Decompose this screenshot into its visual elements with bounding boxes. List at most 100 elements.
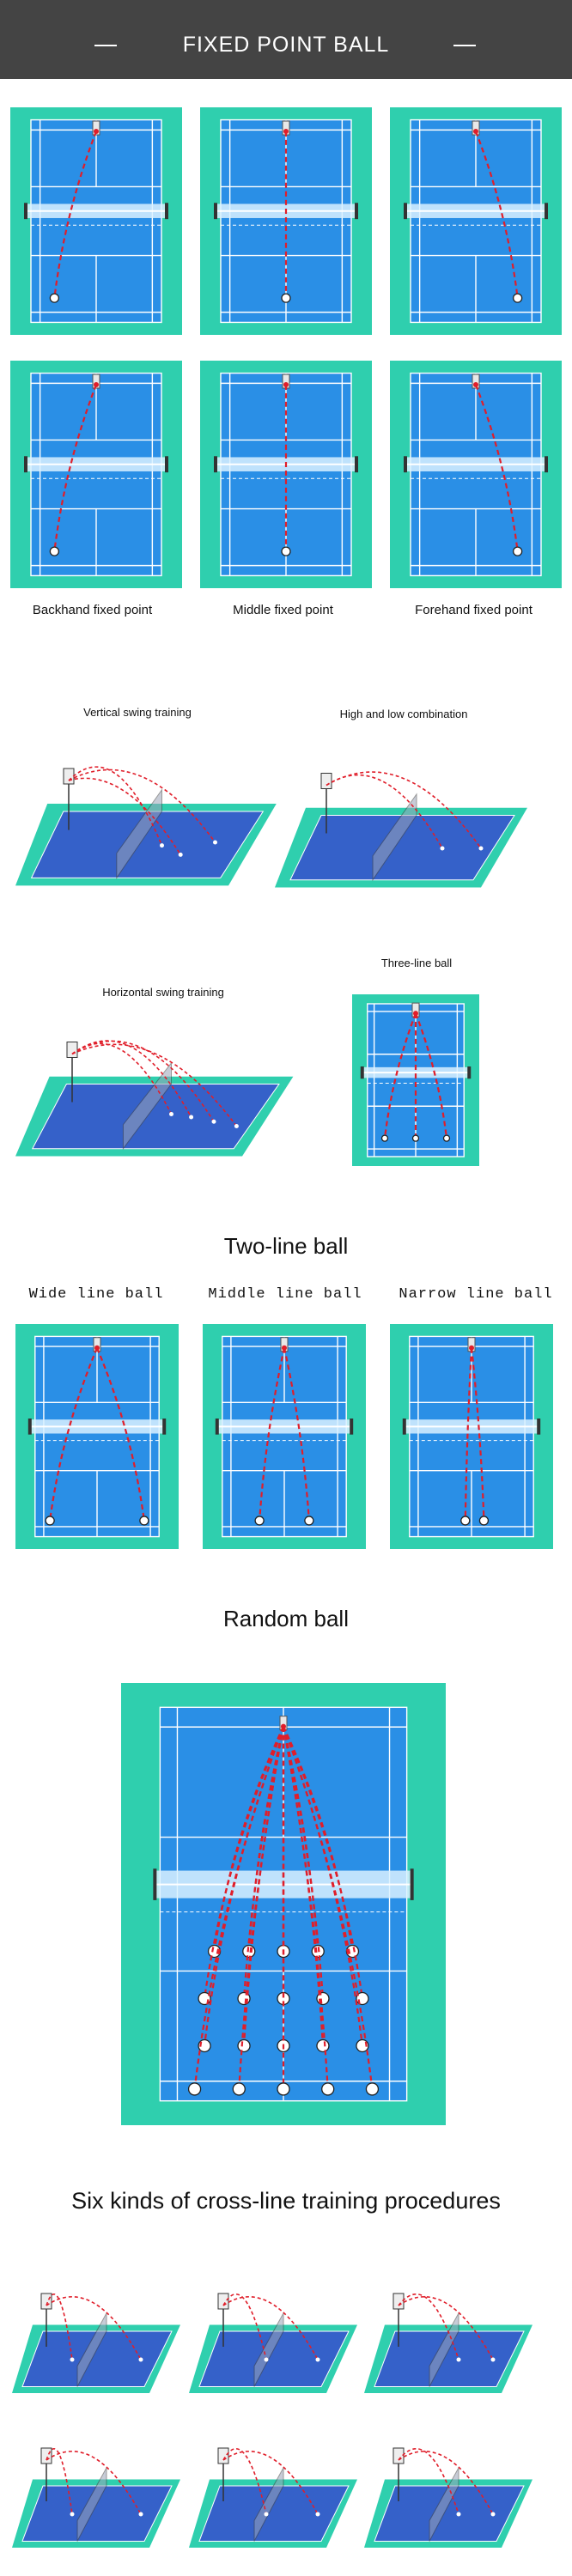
target-marker [254, 1516, 265, 1526]
court-floor [374, 2330, 525, 2387]
trajectory-line [242, 1726, 285, 1999]
label-high-low: High and low combination [339, 708, 468, 720]
target-marker [380, 1134, 389, 1142]
target-marker [512, 546, 523, 556]
horizontal-swing-court [15, 1040, 294, 1157]
vertical-swing-court [15, 766, 277, 886]
target-marker [456, 2512, 461, 2517]
label-backhand-fixed-point: Backhand fixed point [32, 603, 153, 617]
target-marker [460, 1516, 471, 1526]
net-post [467, 1066, 472, 1079]
court-floor [31, 1084, 280, 1150]
net-post [355, 203, 358, 220]
target-marker [411, 1134, 420, 1142]
trajectory-line [398, 2296, 494, 2360]
target-marker [237, 2038, 251, 2053]
target-marker [478, 1516, 490, 1526]
target-marker [189, 1115, 194, 1120]
fixed-point-court [200, 107, 372, 335]
net-post [545, 203, 548, 220]
shuttle-machine [320, 773, 332, 789]
trajectory-line [282, 1726, 329, 2089]
trajectory-line [203, 1726, 285, 1999]
target-marker [213, 840, 217, 845]
target-marker [211, 1119, 216, 1124]
shuttle-machine [40, 2447, 52, 2464]
trajectory-line [282, 1726, 325, 1999]
target-marker [139, 1516, 149, 1526]
cross-line-court-6 [364, 2447, 532, 2548]
target-marker [138, 2357, 143, 2362]
net-post [404, 203, 407, 220]
court-boundary [410, 118, 542, 324]
trajectory-line [326, 771, 482, 849]
net [76, 2467, 107, 2542]
trajectory-line [71, 1043, 238, 1127]
random-ball-court [121, 1683, 446, 2125]
trajectory-line [95, 1347, 145, 1522]
trajectory-line [464, 1347, 473, 1521]
wide-line-court [15, 1324, 179, 1549]
target-marker [490, 2512, 496, 2517]
court-floor [374, 2485, 525, 2542]
trajectory-line [46, 2293, 73, 2360]
fixed-point-court [390, 107, 562, 335]
target-marker [512, 293, 523, 303]
net [122, 1061, 172, 1151]
label-narrow-line-ball: Narrow line ball [399, 1286, 553, 1303]
target-marker [232, 2082, 246, 2096]
target-marker [70, 2357, 75, 2362]
trajectory-line [474, 131, 519, 299]
launch-point [282, 1345, 287, 1351]
court-floor [21, 2485, 173, 2542]
net-post [537, 1419, 541, 1435]
target-marker [304, 1516, 314, 1526]
trajectory-line [238, 1726, 285, 2089]
net-post [24, 203, 27, 220]
net-post [153, 1868, 157, 1900]
shuttle-machine [217, 2293, 229, 2310]
trajectory-line [470, 1347, 485, 1521]
net-post [27, 1419, 32, 1435]
target-marker [440, 846, 445, 851]
net-post [215, 1419, 219, 1435]
target-marker [45, 1516, 55, 1526]
target-marker [277, 2082, 290, 2096]
header-left-dash [94, 45, 117, 46]
target-marker [316, 2038, 330, 2053]
fixed-point-court [10, 107, 182, 335]
high-low-court [275, 771, 527, 888]
trajectory-line [383, 1012, 417, 1139]
label-middle-line-ball: Middle line ball [208, 1286, 362, 1303]
net-post [402, 1419, 406, 1435]
target-marker [264, 2512, 269, 2517]
net-post [165, 203, 168, 220]
target-marker [281, 546, 291, 556]
shuttle-machine [392, 2447, 405, 2464]
heading-two-line-ball: Two-line ball [223, 1233, 349, 1259]
target-marker [160, 843, 164, 848]
target-marker [456, 2357, 461, 2362]
trajectory-line [222, 2296, 319, 2360]
narrow-line-court [390, 1324, 553, 1549]
target-marker [70, 2512, 75, 2517]
label-vertical-swing: Vertical swing training [83, 706, 192, 719]
net-post [360, 1066, 364, 1079]
court-floor [198, 2485, 350, 2542]
net [429, 2312, 459, 2387]
target-marker [49, 546, 60, 556]
shuttle-machine [92, 120, 100, 136]
trajectory-line [68, 769, 216, 843]
target-marker [187, 2082, 202, 2096]
target-marker [315, 2357, 320, 2362]
middle-line-court [203, 1324, 366, 1549]
shuttle-machine [472, 374, 480, 389]
label-forehand-fixed-point: Forehand fixed point [415, 603, 532, 617]
net [76, 2312, 107, 2387]
net-post [214, 456, 217, 473]
heading-random-ball: Random ball [223, 1606, 349, 1631]
shuttle-machine [217, 2447, 229, 2464]
cross-line-court-3 [364, 2293, 532, 2393]
shuttle-machine [392, 2293, 405, 2310]
trajectory-line [242, 1726, 285, 2046]
